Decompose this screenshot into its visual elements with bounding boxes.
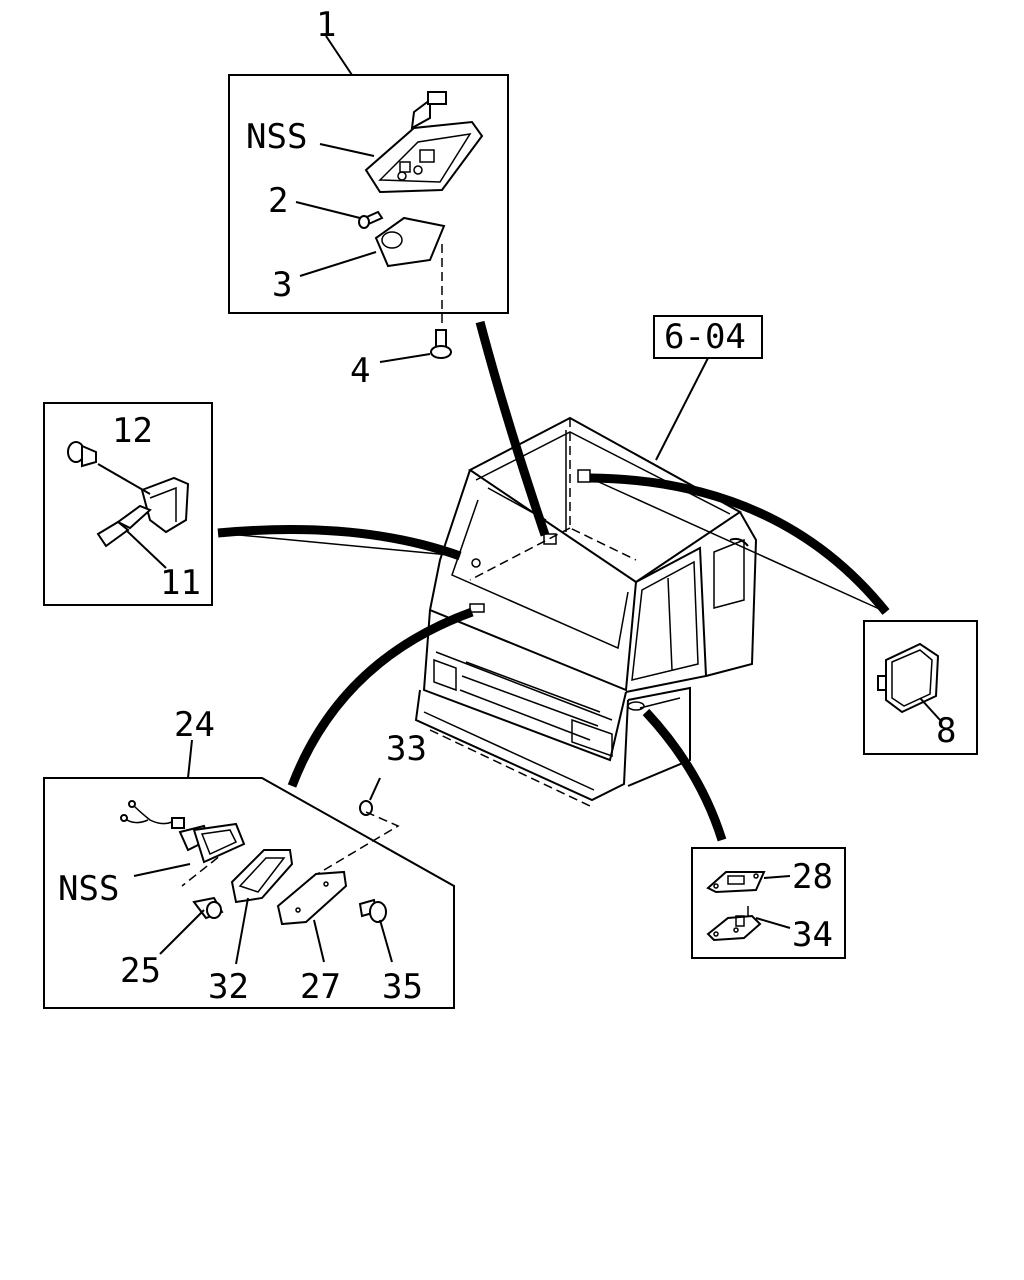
label-34: 34 xyxy=(792,915,833,955)
cover-icon xyxy=(877,642,940,714)
label-3: 3 xyxy=(272,265,292,305)
label-25: 25 xyxy=(120,951,161,991)
lamp-lens-icon xyxy=(276,870,348,926)
screw-icon xyxy=(358,898,387,923)
label-24: 24 xyxy=(174,705,215,745)
label-12: 12 xyxy=(112,411,153,451)
side-marker-lamp-icon xyxy=(120,800,246,864)
bottom-group: 24 33 xyxy=(43,705,455,1009)
truck-cab-icon xyxy=(414,416,758,807)
lowright-group: 28 34 xyxy=(691,847,846,959)
label-33: 33 xyxy=(386,729,427,769)
label-1: 1 xyxy=(316,5,336,45)
label-nss-top: NSS xyxy=(246,117,307,157)
dome-lamp-icon xyxy=(364,91,484,194)
label-nss-bottom: NSS xyxy=(58,869,119,909)
label-11: 11 xyxy=(160,563,201,603)
clip-icon xyxy=(359,800,373,816)
label-32: 32 xyxy=(208,967,249,1007)
label-8: 8 xyxy=(936,711,956,751)
group-box xyxy=(228,74,509,314)
bulb-icon xyxy=(358,210,384,229)
door-switch-icon xyxy=(96,476,190,548)
bolt-icon xyxy=(430,329,452,359)
label-27: 27 xyxy=(300,967,341,1007)
plate-icon xyxy=(230,849,294,904)
plate-icon xyxy=(706,871,766,894)
ref-label: 6-04 xyxy=(664,317,746,357)
lamp-lens-icon xyxy=(374,216,446,268)
reference-box: 6-04 xyxy=(653,315,763,461)
leader-curves xyxy=(217,320,890,842)
right-group: 8 xyxy=(863,620,978,755)
left-group: 12 11 xyxy=(43,402,213,606)
label-28: 28 xyxy=(792,857,833,897)
plate-icon xyxy=(706,906,762,942)
label-35: 35 xyxy=(382,967,423,1007)
top-group: NSS 2 3 1 4 xyxy=(228,5,509,391)
label-4: 4 xyxy=(350,351,370,391)
clip-icon xyxy=(67,441,97,468)
label-2: 2 xyxy=(268,181,288,221)
